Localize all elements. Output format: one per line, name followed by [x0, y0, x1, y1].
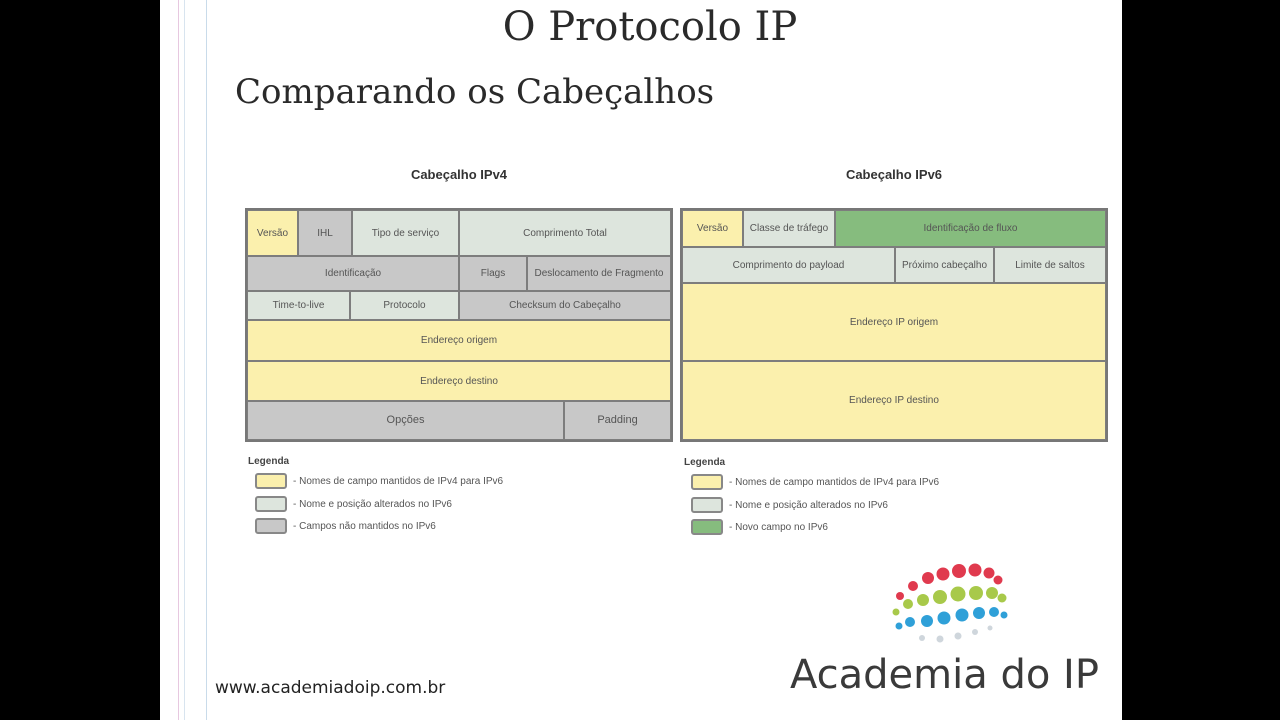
legend-label: - Campos não mantidos no IPv6 [293, 520, 436, 532]
slide-title: O Protocolo IP [502, 4, 798, 50]
legend-swatch-changed [255, 496, 287, 512]
legend-swatch-new [691, 519, 723, 535]
ipv6-field-endereco-origem: Endereço IP origem [682, 283, 1106, 361]
legend-swatch-changed [691, 497, 723, 513]
legend-label: - Nome e posição alterados no IPv6 [293, 498, 452, 510]
ipv6-field-identificacao-fluxo: Identificação de fluxo [835, 210, 1106, 247]
ipv4-field-endereco-origem: Endereço origem [247, 320, 671, 361]
ipv4-field-versao: Versão [247, 210, 298, 256]
ipv6-field-limite-saltos: Limite de saltos [994, 247, 1106, 283]
logo-text: Academia do IP [790, 652, 1099, 698]
legend-swatch-removed [255, 518, 287, 534]
legend-swatch-kept [255, 473, 287, 489]
ipv4-legend-title: Legenda [248, 456, 290, 467]
ipv4-legend-item: - Nome e posição alterados no IPv6 [255, 496, 452, 512]
slide-subtitle: Comparando os Cabeçalhos [235, 72, 715, 112]
ipv4-legend-item: - Nomes de campo mantidos de IPv4 para I… [255, 473, 503, 489]
ipv4-field-deslocamento: Deslocamento de Fragmento [527, 256, 671, 291]
academia-do-ip-logo-icon [892, 563, 1008, 643]
ipv4-field-flags: Flags [459, 256, 527, 291]
ipv6-field-proximo-cabecalho: Próximo cabeçalho [895, 247, 994, 283]
ipv6-field-classe-trafego: Classe de tráfego [743, 210, 835, 247]
ipv4-field-checksum: Checksum do Cabeçalho [459, 291, 671, 320]
ipv6-legend-item: - Novo campo no IPv6 [691, 519, 828, 535]
ipv6-legend-title: Legenda [684, 457, 726, 468]
legend-label: - Nomes de campo mantidos de IPv4 para I… [293, 475, 504, 487]
legend-label: - Novo campo no IPv6 [729, 521, 828, 533]
decorative-line [206, 0, 207, 720]
ipv4-field-protocolo: Protocolo [350, 291, 459, 320]
slide: O Protocolo IP Comparando os Cabeçalhos … [160, 0, 1122, 720]
ipv4-field-comprimento-total: Comprimento Total [459, 210, 671, 256]
ipv6-legend-item: - Nome e posição alterados no IPv6 [691, 497, 888, 513]
decorative-line [184, 0, 185, 720]
legend-swatch-kept [691, 474, 723, 490]
ipv4-field-opcoes: Opções [247, 401, 564, 440]
ipv4-legend-item: - Campos não mantidos no IPv6 [255, 518, 436, 534]
decorative-line [178, 0, 179, 720]
legend-label: - Nome e posição alterados no IPv6 [729, 499, 888, 511]
ipv4-field-padding: Padding [564, 401, 671, 440]
ipv6-field-endereco-destino: Endereço IP destino [682, 361, 1106, 440]
ipv4-field-identificacao: Identificação [247, 256, 459, 291]
ipv6-field-versao: Versão [682, 210, 743, 247]
ipv4-field-ihl: IHL [298, 210, 352, 256]
ipv4-field-tipo-servico: Tipo de serviço [352, 210, 459, 256]
ipv6-field-comprimento-payload: Comprimento do payload [682, 247, 895, 283]
ipv6-header-title: Cabeçalho IPv6 [845, 167, 943, 182]
ipv4-header-title: Cabeçalho IPv4 [410, 167, 508, 182]
legend-label: - Nomes de campo mantidos de IPv4 para I… [729, 476, 940, 488]
ipv4-field-ttl: Time-to-live [247, 291, 350, 320]
website-url: www.academiadoip.com.br [215, 678, 446, 698]
ipv6-legend-item: - Nomes de campo mantidos de IPv4 para I… [691, 474, 939, 490]
ipv6-header-diagram: Versão Classe de tráfego Identificação d… [680, 208, 1108, 442]
ipv4-header-diagram: Versão IHL Tipo de serviço Comprimento T… [245, 208, 673, 442]
ipv4-field-endereco-destino: Endereço destino [247, 361, 671, 401]
